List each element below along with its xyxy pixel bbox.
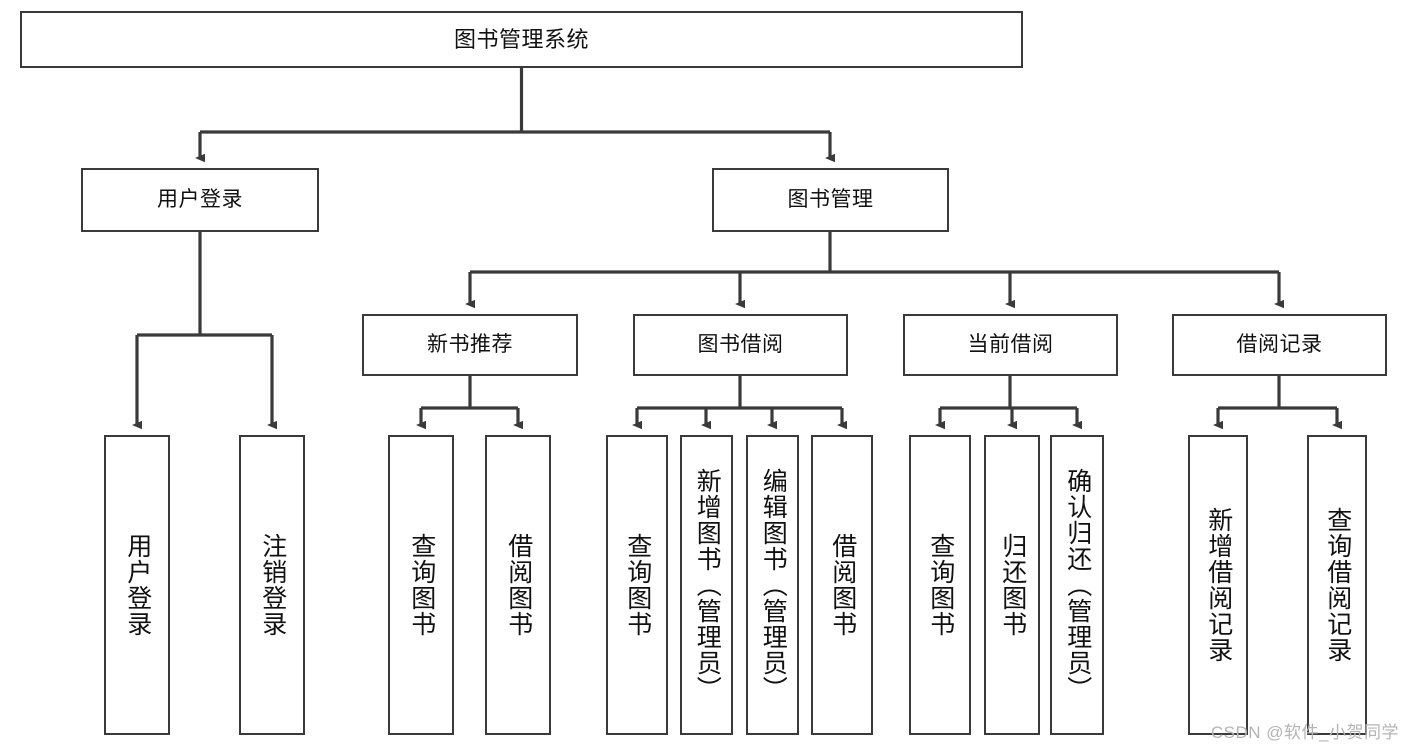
node-leaf-query-record-label: 查询借阅记录 [1323, 507, 1352, 663]
node-leaf-user-logout[interactable]: 注销登录 [239, 435, 305, 735]
node-leaf-borrow-book-label: 借阅图书 [828, 533, 857, 637]
node-root-label: 图书管理系统 [453, 26, 589, 52]
node-current-borrow[interactable]: 当前借阅 [903, 314, 1118, 376]
node-borrow-record-label: 借阅记录 [1236, 332, 1323, 356]
node-leaf-borrow-book-rec[interactable]: 借阅图书 [485, 435, 551, 735]
node-leaf-query-book-rec[interactable]: 查询图书 [388, 435, 454, 735]
node-leaf-return-book-label: 归还图书 [998, 533, 1027, 637]
node-leaf-confirm-return[interactable]: 确认归还（管理员） [1050, 435, 1104, 735]
node-leaf-borrow-book[interactable]: 借阅图书 [811, 435, 873, 735]
node-leaf-query-record[interactable]: 查询借阅记录 [1307, 435, 1367, 735]
node-leaf-confirm-return-label: 确认归还（管理员） [1063, 468, 1092, 702]
node-leaf-add-record-label: 新增借阅记录 [1204, 507, 1233, 663]
node-leaf-add-book-label: 新增图书（管理员） [693, 468, 722, 702]
node-leaf-user-logout-label: 注销登录 [258, 533, 287, 637]
node-root[interactable]: 图书管理系统 [20, 11, 1023, 68]
node-borrow-record[interactable]: 借阅记录 [1172, 314, 1387, 376]
node-leaf-add-book[interactable]: 新增图书（管理员） [680, 435, 733, 735]
node-book-manage[interactable]: 图书管理 [712, 168, 949, 232]
node-leaf-edit-book[interactable]: 编辑图书（管理员） [746, 435, 799, 735]
node-current-borrow-label: 当前借阅 [967, 332, 1054, 356]
node-leaf-query-book-label: 查询图书 [623, 533, 652, 637]
node-new-book-rec[interactable]: 新书推荐 [362, 314, 578, 376]
node-leaf-borrow-book-rec-label: 借阅图书 [504, 533, 533, 637]
node-leaf-query-book-cur[interactable]: 查询图书 [909, 435, 971, 735]
node-user-login[interactable]: 用户登录 [81, 168, 319, 232]
node-book-manage-label: 图书管理 [787, 187, 874, 211]
node-book-borrow-label: 图书借阅 [697, 332, 784, 356]
node-leaf-return-book[interactable]: 归还图书 [984, 435, 1040, 735]
node-leaf-user-login-label: 用户登录 [123, 533, 152, 637]
watermark: CSDN @软件_小贺同学 [1210, 723, 1399, 742]
node-leaf-query-book[interactable]: 查询图书 [606, 435, 668, 735]
node-leaf-query-book-cur-label: 查询图书 [926, 533, 955, 637]
node-new-book-rec-label: 新书推荐 [427, 332, 513, 356]
node-user-login-label: 用户登录 [157, 187, 243, 211]
node-leaf-add-record[interactable]: 新增借阅记录 [1188, 435, 1248, 735]
node-leaf-edit-book-label: 编辑图书（管理员） [759, 468, 788, 702]
node-leaf-user-login[interactable]: 用户登录 [104, 435, 170, 735]
node-book-borrow[interactable]: 图书借阅 [633, 314, 848, 376]
node-leaf-query-book-rec-label: 查询图书 [407, 533, 436, 637]
